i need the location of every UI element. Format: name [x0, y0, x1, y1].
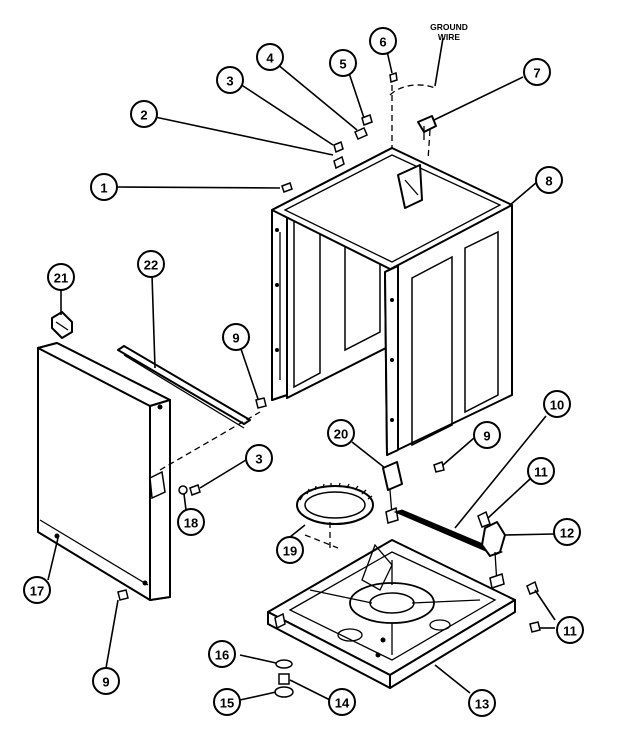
svg-text:6: 6: [379, 35, 386, 50]
leveling-bracket: [477, 510, 506, 589]
motor-bracket: [382, 461, 403, 524]
svg-text:7: 7: [533, 66, 540, 81]
callout-5: 5: [329, 49, 357, 77]
svg-text:9: 9: [232, 331, 239, 346]
ground-wire-label-line1: GROUND: [430, 22, 468, 32]
svg-text:8: 8: [545, 174, 552, 189]
callout-3: 3: [216, 66, 244, 94]
callout-10: 10: [543, 390, 571, 418]
callout-1: 1: [90, 173, 118, 201]
svg-text:22: 22: [144, 258, 158, 273]
svg-text:5: 5: [339, 57, 346, 72]
svg-text:16: 16: [215, 648, 229, 663]
callout-19: 19: [276, 536, 304, 564]
svg-text:17: 17: [30, 584, 44, 599]
alignment-lines: [159, 85, 431, 549]
cabinet-base: [267, 539, 516, 689]
svg-text:9: 9: [102, 675, 109, 690]
callout-6: 6: [369, 27, 397, 55]
callout-3-lower: 3: [245, 444, 273, 472]
cabinet-right-side-panel: [384, 204, 513, 456]
svg-text:13: 13: [475, 697, 489, 712]
svg-text:21: 21: [54, 271, 68, 286]
callout-18: 18: [177, 508, 205, 536]
svg-text:14: 14: [335, 696, 350, 711]
svg-text:1: 1: [100, 181, 107, 196]
callout-9-upper: 9: [222, 323, 250, 351]
svg-text:4: 4: [266, 51, 274, 66]
panel-rail-bracket: [117, 345, 251, 429]
callout-13: 13: [468, 689, 496, 717]
svg-text:12: 12: [560, 526, 574, 541]
svg-text:2: 2: [140, 108, 147, 123]
callout-17: 17: [23, 576, 51, 604]
callout-9-lower: 9: [92, 667, 120, 695]
leveling-leg: [274, 659, 294, 698]
panel-clip: [51, 311, 73, 339]
leader-lines: [47, 50, 556, 701]
svg-text:3: 3: [255, 452, 262, 467]
support-rod: [393, 509, 504, 556]
svg-text:18: 18: [184, 516, 198, 531]
callout-11-lower: 11: [556, 616, 584, 644]
svg-text:10: 10: [550, 398, 564, 413]
callout-12: 12: [553, 518, 581, 546]
callout-14: 14: [328, 688, 356, 716]
ground-wire: GROUND WIRE: [389, 22, 468, 96]
svg-text:19: 19: [283, 544, 297, 559]
svg-text:11: 11: [563, 624, 577, 639]
callout-16: 16: [208, 640, 236, 668]
callout-20: 20: [327, 419, 355, 447]
callout-8: 8: [535, 166, 563, 194]
svg-text:11: 11: [534, 465, 548, 480]
ground-bracket: [417, 115, 437, 140]
callout-7: 7: [523, 58, 551, 86]
hardware-screws: [117, 72, 541, 633]
callout-15: 15: [213, 688, 241, 716]
svg-text:15: 15: [220, 696, 234, 711]
svg-text:9: 9: [483, 429, 490, 444]
svg-text:20: 20: [334, 427, 348, 442]
callout-22: 22: [137, 250, 165, 278]
callout-2: 2: [130, 100, 158, 128]
callout-9-right: 9: [473, 421, 501, 449]
svg-text:3: 3: [226, 74, 233, 89]
ground-wire-label-line2: WIRE: [438, 32, 461, 42]
callout-11-upper: 11: [527, 457, 555, 485]
callout-4: 4: [256, 43, 284, 71]
tub-ring: [296, 482, 374, 548]
front-panel: [37, 342, 171, 601]
callout-21: 21: [47, 263, 75, 291]
